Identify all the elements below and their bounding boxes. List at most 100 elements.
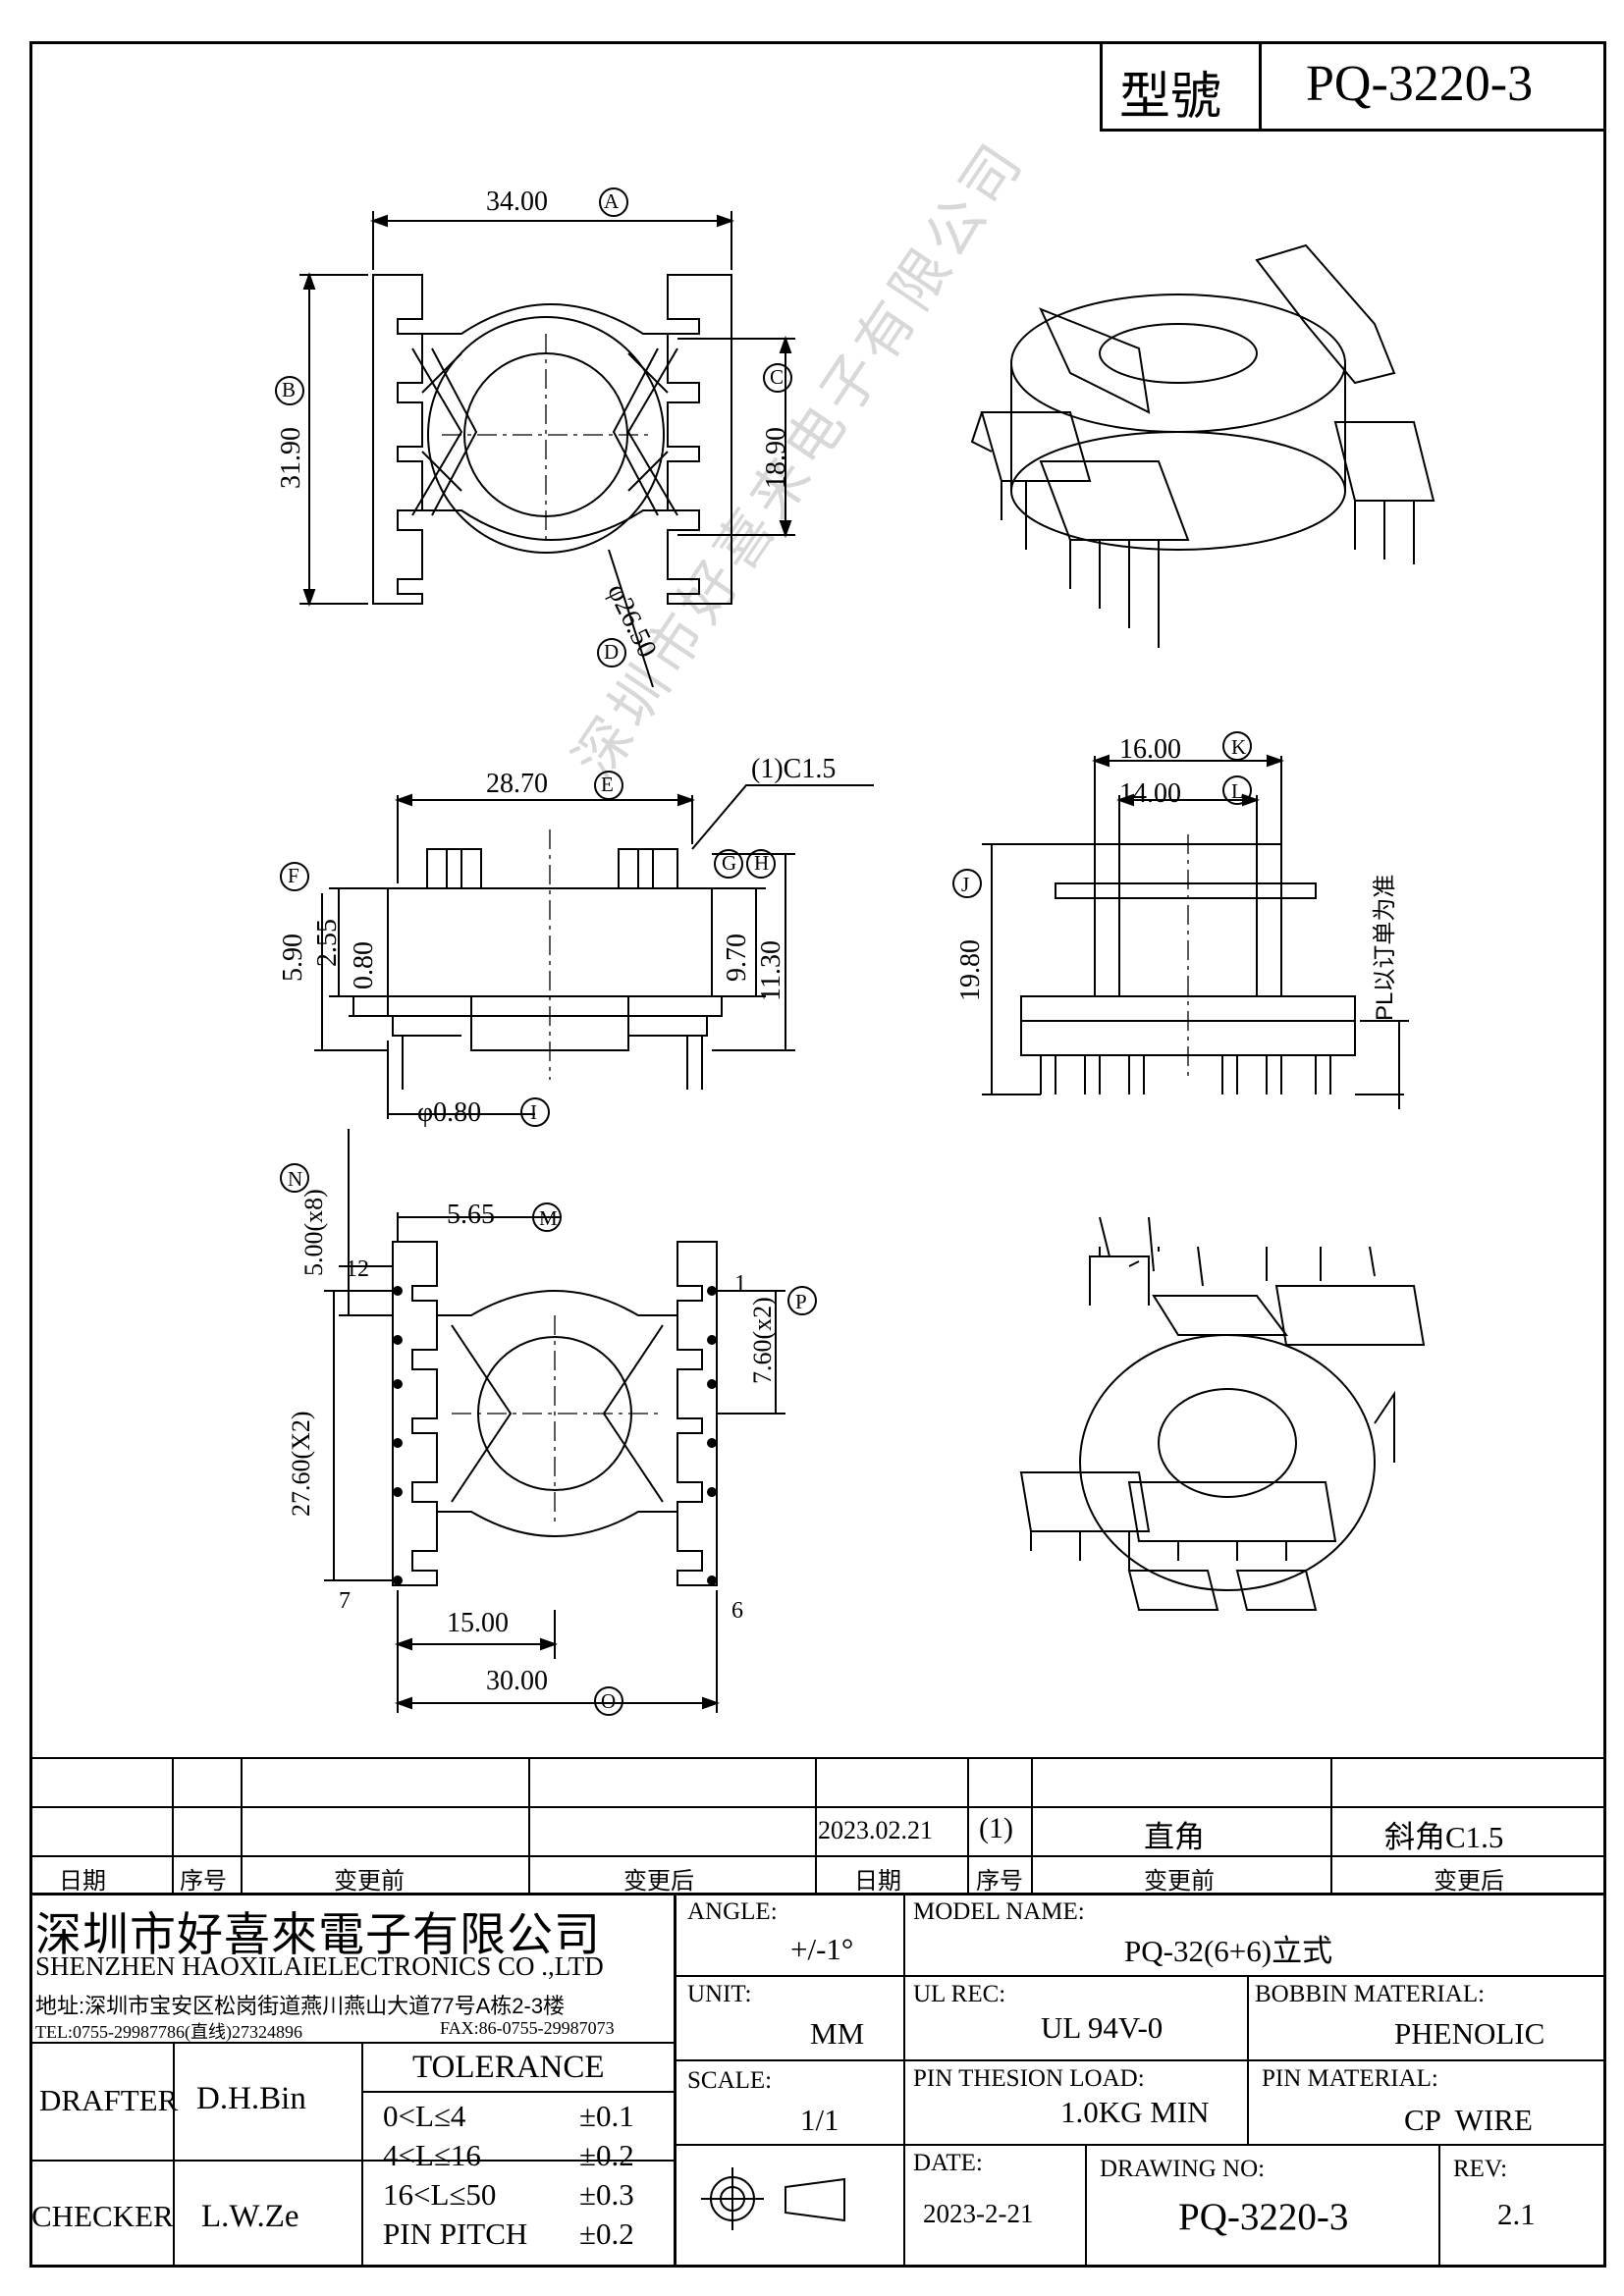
front-view [280,771,874,1127]
date-label: DATE: [913,2150,983,2176]
dim-e: 28.70 [486,769,548,799]
rev-value: 2.1 [1497,2197,1536,2231]
drafter-name: D.H.Bin [196,2081,306,2116]
technical-drawing [275,187,1435,1716]
tol-range-3: 16<L≤50 [383,2177,497,2212]
angle-label: ANGLE: [687,1898,778,1925]
dim-o-tag: O [601,1689,617,1713]
drafter-label: DRAFTER [39,2083,179,2117]
model-name-value: PQ-32(6+6)立式 [1124,1934,1333,1968]
dim-255: 2.55 [312,919,343,967]
rev-header-date-1: 日期 [59,1868,106,1895]
rev-header-no-1: 序号 [180,1868,227,1895]
scale-value: 1/1 [800,2103,839,2137]
model-header-divider [1259,41,1262,132]
pin-12: 12 [346,1256,369,1282]
dim-h-tag: H [754,851,770,875]
pl-note: PL以订单为准 [1372,874,1398,1021]
company-tel: TEL:0755-29987786(直线)27324896 [35,2022,302,2042]
angle-value: +/-1° [790,1932,854,1966]
company-name-en: SHENZHEN HAOXILAIELECTRONICS CO .,LTD [35,1951,604,1981]
dim-r: 15.00 [447,1608,509,1638]
pin-load-label: PIN THESION LOAD: [913,2065,1145,2092]
scale-label: SCALE: [687,2067,773,2094]
dim-a-tag: A [604,189,620,213]
iso-view-bottom [1019,1216,1426,1611]
dim-c-tag: C [770,365,785,389]
company-fax: FAX:86-0755-29987073 [440,2018,615,2038]
checker-label: CHECKER [31,2199,174,2233]
pin-material-label: PIN MATERIAL: [1262,2065,1438,2092]
tol-range-1: 0<L≤4 [383,2099,466,2133]
pin-7: 7 [339,1588,351,1614]
dim-o: 30.00 [486,1666,548,1696]
dim-e-tag: E [601,773,614,796]
bobbin-value: PHENOLIC [1394,2016,1545,2051]
rev-header-date-2: 日期 [854,1868,901,1895]
date-value: 2023-2-21 [923,2199,1034,2228]
dim-b-tag: B [282,378,297,401]
dim-g-tag: G [722,851,737,875]
unit-label: UNIT: [687,1981,752,2007]
dim-k: 16.00 [1119,734,1181,765]
pin-6: 6 [731,1598,743,1624]
dim-p: 7.60(x2) [748,1297,777,1384]
company-name-cn: 深圳市好喜來電子有限公司 [35,1910,601,1961]
dim-n: 5.00(x8) [299,1189,328,1276]
unit-value: MM [810,2016,865,2051]
dim-i-tag: I [530,1100,537,1124]
checker-name: L.W.Ze [201,2199,299,2234]
dim-f-tag: F [288,864,299,887]
pin-load-value: 1.0KG MIN [1060,2095,1210,2129]
model-name-label: MODEL NAME: [913,1898,1085,1925]
rev-header-before-2: 变更前 [1144,1868,1215,1895]
dim-q: 27.60(X2) [287,1411,315,1517]
drawing-frame [29,41,1606,2268]
dim-i: φ0.80 [417,1097,482,1128]
rev-header-after-1: 变更后 [623,1868,694,1895]
rev-label: REV: [1453,2156,1508,2182]
pin-1: 1 [734,1271,746,1297]
tol-range-2: 4<L≤16 [383,2138,481,2172]
dim-m-tag: M [539,1206,558,1230]
dim-n-tag: N [288,1167,303,1191]
dim-l-tag: L [1231,779,1244,803]
bottom-view [280,1129,817,1716]
ul-value: UL 94V-0 [1041,2010,1164,2045]
side-view [952,731,1409,1109]
tolerance-title: TOLERANCE [412,2050,605,2085]
dim-j-tag: J [961,873,970,896]
company-address: 地址:深圳市宝安区松岗街道燕川燕山大道77号A栋2-3楼 [35,1994,566,2018]
pin-material-value: CP WIRE [1404,2103,1533,2137]
drawing-no-value: PQ-3220-3 [1178,2196,1349,2238]
rev-header-no-2: 序号 [976,1868,1023,1895]
tol-range-4: PIN PITCH [383,2216,528,2251]
dim-080: 0.80 [349,941,379,989]
tol-value-3: ±0.3 [579,2177,634,2212]
dim-l: 14.00 [1119,778,1181,809]
model-value: PQ-3220-3 [1306,56,1534,112]
revision-after: 斜角C1.5 [1384,1820,1504,1854]
dim-chamfer: (1)C1.5 [751,754,837,784]
rev-header-after-2: 变更后 [1434,1868,1504,1895]
dim-m: 5.65 [447,1200,495,1230]
revision-before: 直角 [1144,1820,1205,1854]
dim-a: 34.00 [486,187,548,217]
rev-header-before-1: 变更前 [334,1868,405,1895]
top-view [275,187,795,688]
ul-label: UL REC: [913,1981,1006,2007]
drawing-no-label: DRAWING NO: [1100,2156,1266,2182]
dim-k-tag: K [1231,735,1247,759]
revision-date: 2023.02.21 [818,1816,933,1844]
dim-1130: 11.30 [756,940,786,1001]
dim-d-tag: D [604,640,620,664]
dim-970: 9.70 [722,934,752,982]
dim-b: 31.90 [276,427,306,489]
revision-no: (1) [979,1812,1013,1844]
dim-f: 5.90 [278,934,308,982]
dim-j: 19.80 [955,939,986,1001]
bobbin-label: BOBBIN MATERIAL: [1255,1981,1486,2007]
tol-value-4: ±0.2 [579,2216,634,2251]
model-label: 型號 [1119,69,1222,126]
dim-p-tag: P [795,1290,807,1313]
